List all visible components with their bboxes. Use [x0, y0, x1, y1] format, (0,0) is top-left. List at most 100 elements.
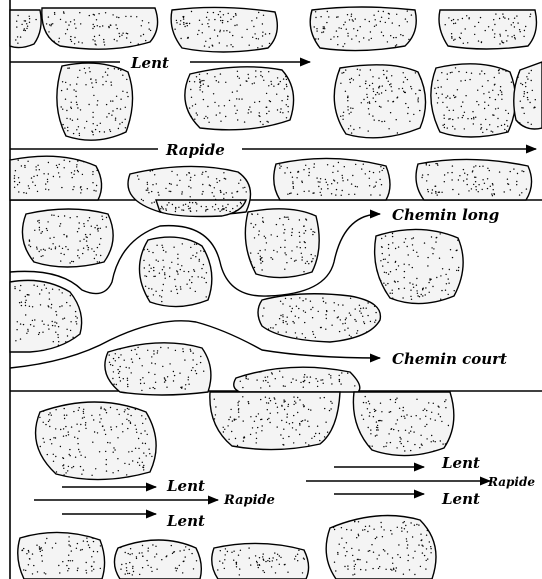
- stipple-dot: [119, 123, 120, 124]
- stipple-dot: [380, 166, 381, 167]
- stipple-dot: [118, 69, 119, 70]
- stipple-dot: [111, 115, 112, 116]
- stipple-dot: [70, 36, 71, 37]
- stipple-dot: [175, 286, 176, 287]
- stipple-dot: [35, 19, 36, 20]
- stipple-dot: [507, 35, 508, 36]
- stipple-dot: [361, 415, 362, 416]
- stipple-dot: [440, 416, 441, 417]
- stipple-dot: [83, 413, 84, 414]
- stipple-dot: [254, 421, 255, 422]
- stipple-dot: [318, 186, 319, 187]
- grain: [375, 229, 464, 303]
- stipple-dot: [70, 118, 71, 119]
- stipple-dot: [235, 438, 236, 439]
- stipple-dot: [369, 403, 370, 404]
- stipple-dot: [267, 382, 268, 383]
- stipple-dot: [86, 121, 87, 122]
- stipple-dot: [425, 568, 426, 569]
- stipple-dot: [397, 419, 398, 420]
- stipple-dot: [25, 296, 26, 297]
- stipple-dot: [73, 89, 74, 90]
- stipple-dot: [340, 319, 341, 320]
- stipple-dot: [71, 294, 72, 295]
- stipple-dot: [54, 12, 55, 13]
- stipple-dot: [75, 316, 76, 317]
- stipple-dot: [230, 44, 231, 45]
- stipple-dot: [74, 437, 75, 438]
- stipple-dot: [404, 271, 405, 272]
- stipple-dot: [141, 390, 142, 391]
- stipple-dot: [276, 94, 277, 95]
- stipple-dot: [279, 164, 280, 165]
- stipple-dot: [58, 216, 59, 217]
- stipple-dot: [233, 560, 234, 561]
- stipple-dot: [258, 234, 259, 235]
- stipple-dot: [165, 251, 166, 252]
- stipple-dot: [151, 571, 152, 572]
- stipple-dot: [162, 366, 163, 367]
- stipple-dot: [51, 24, 52, 25]
- stipple-dot: [226, 192, 227, 193]
- stipple-dot: [107, 68, 108, 69]
- stipple-dot: [359, 127, 360, 128]
- stipple-dot: [293, 404, 294, 405]
- stipple-dot: [393, 101, 394, 102]
- stipple-dot: [181, 193, 182, 194]
- stipple-dot: [366, 308, 367, 309]
- stipple-dot: [459, 37, 460, 38]
- stipple-dot: [76, 83, 77, 84]
- stipple-dot: [280, 247, 281, 248]
- stipple-dot: [274, 397, 275, 398]
- stipple-dot: [361, 168, 362, 169]
- stipple-dot: [495, 108, 496, 109]
- stipple-dot: [499, 43, 500, 44]
- stipple-dot: [308, 409, 309, 410]
- stipple-dot: [417, 256, 418, 257]
- grain: [18, 532, 105, 579]
- stipple-dot: [284, 386, 285, 387]
- stipple-dot: [425, 287, 426, 288]
- stipple-dot: [106, 226, 107, 227]
- stipple-dot: [106, 470, 107, 471]
- stipple-dot: [49, 292, 50, 293]
- stipple-dot: [250, 434, 251, 435]
- stipple-dot: [269, 43, 270, 44]
- stipple-dot: [424, 242, 425, 243]
- stipple-dot: [32, 306, 33, 307]
- stipple-dot: [325, 314, 326, 315]
- stipple-dot: [355, 164, 356, 165]
- stipple-dot: [427, 558, 428, 559]
- stipple-dot: [332, 172, 333, 173]
- grain: [10, 156, 102, 200]
- stipple-dot: [78, 410, 79, 411]
- stipple-dot: [116, 384, 117, 385]
- stipple-dot: [108, 27, 109, 28]
- stipple-dot: [283, 438, 284, 439]
- stipple-dot: [86, 572, 87, 573]
- stipple-dot: [347, 106, 348, 107]
- stipple-dot: [214, 187, 215, 188]
- stipple-dot: [113, 384, 114, 385]
- stipple-dot: [345, 323, 346, 324]
- stipple-dot: [181, 388, 182, 389]
- stipple-dot: [199, 87, 200, 88]
- stipple-dot: [436, 277, 437, 278]
- stipple-dot: [385, 446, 386, 447]
- stipple-dot: [381, 17, 382, 18]
- stipple-dot: [219, 11, 220, 12]
- stipple-dot: [388, 248, 389, 249]
- stipple-dot: [188, 377, 189, 378]
- stipple-dot: [249, 557, 250, 558]
- stipple-dot: [316, 30, 317, 31]
- stipple-dot: [195, 291, 196, 292]
- stipple-dot: [396, 44, 397, 45]
- stipple-dot: [428, 191, 429, 192]
- stipple-dot: [423, 410, 424, 411]
- stipple-dot: [56, 471, 57, 472]
- stipple-dot: [262, 556, 263, 557]
- stipple-dot: [418, 101, 419, 102]
- stipple-dot: [335, 525, 336, 526]
- stipple-dot: [244, 436, 245, 437]
